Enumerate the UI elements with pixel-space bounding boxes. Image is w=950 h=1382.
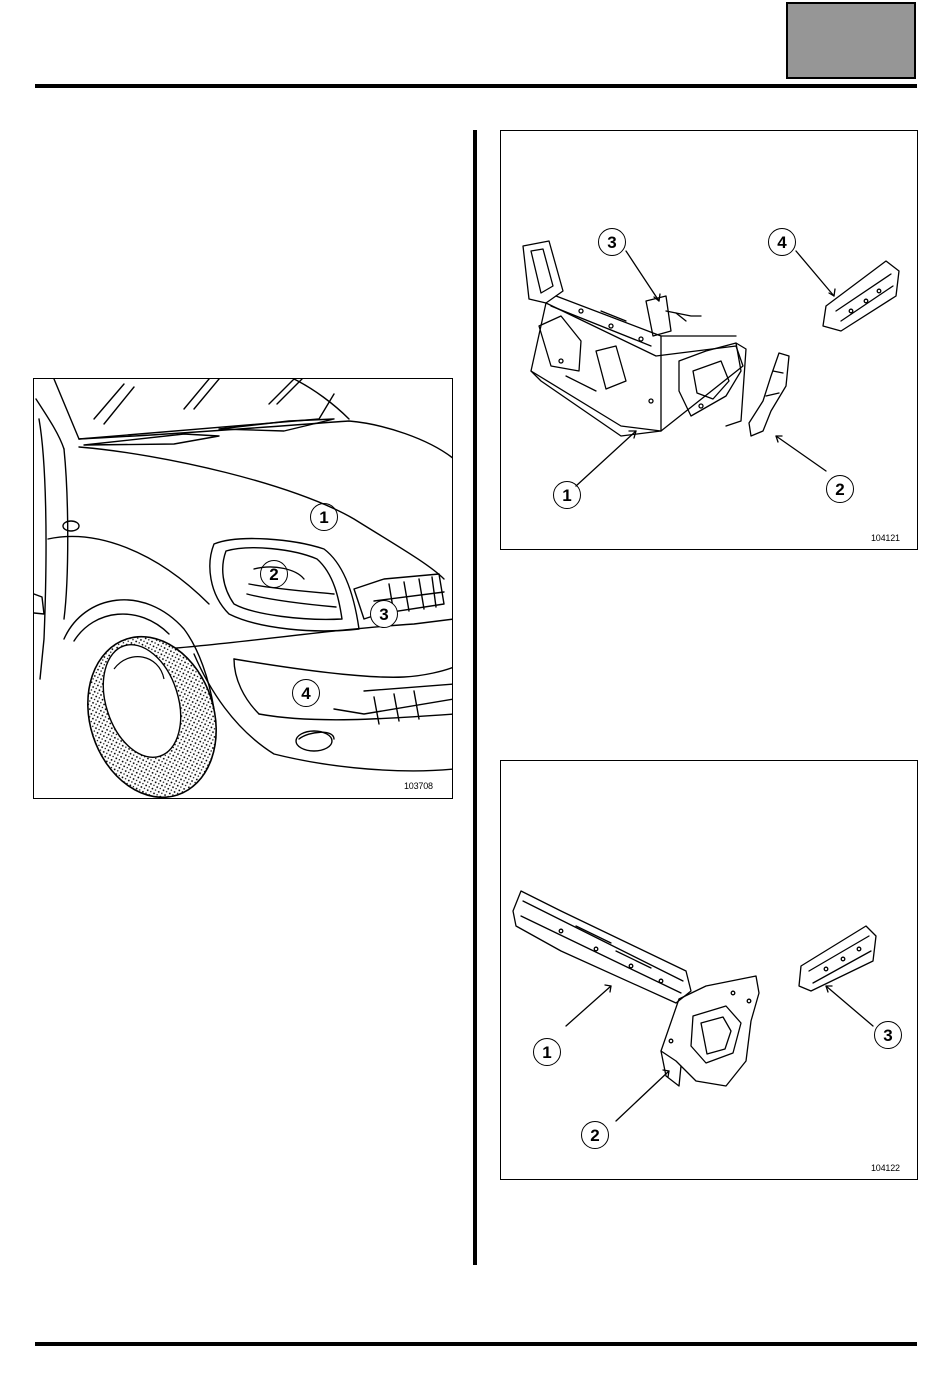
callout-2: 2	[581, 1121, 609, 1149]
callout-2: 2	[826, 475, 854, 503]
chapter-tab-box	[786, 2, 916, 79]
column-divider	[473, 130, 477, 1265]
callout-4: 4	[768, 228, 796, 256]
vehicle-front-illustration	[34, 379, 453, 799]
callout-1: 1	[533, 1038, 561, 1066]
figure-front-panel-parts: 3 4 1 2 104121	[500, 130, 918, 550]
callout-3: 3	[874, 1021, 902, 1049]
callout-2: 2	[260, 560, 288, 588]
callout-3: 3	[598, 228, 626, 256]
footer-rule	[35, 1342, 917, 1346]
figure-reference: 104121	[871, 533, 900, 543]
figure-reference: 103708	[404, 781, 433, 791]
callout-3: 3	[370, 600, 398, 628]
figure-cross-member-parts: 1 3 2 104122	[500, 760, 918, 1180]
callout-1: 1	[553, 481, 581, 509]
cross-member-illustration	[501, 761, 918, 1180]
callout-4: 4	[292, 679, 320, 707]
figure-reference: 104122	[871, 1163, 900, 1173]
callout-1: 1	[310, 503, 338, 531]
header-rule	[35, 84, 917, 88]
figure-vehicle-front: 1 2 3 4 103708	[33, 378, 453, 799]
